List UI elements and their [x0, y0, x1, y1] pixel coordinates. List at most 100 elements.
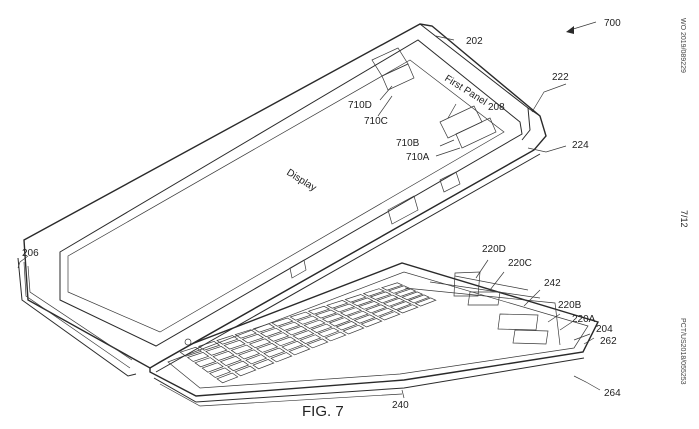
keyboard-key — [219, 355, 242, 366]
keyboard-key — [378, 311, 401, 321]
keyboard-key — [358, 301, 381, 310]
pct-number: PCT/US2018/055253 — [679, 318, 686, 385]
wo-number: WO 2019/089229 — [679, 18, 686, 73]
keyboard-key — [306, 338, 329, 349]
keyboard-key — [179, 346, 203, 357]
keyboard-key — [351, 297, 374, 307]
keyboard-key — [194, 357, 217, 368]
keyboard-key — [339, 307, 363, 317]
keyboard-key — [364, 304, 388, 314]
label-220A: 220A — [572, 314, 596, 325]
label-264: 264 — [604, 388, 621, 399]
keyboard-key — [205, 346, 228, 356]
label-220C: 220C — [508, 258, 532, 269]
keyboard-key — [396, 304, 419, 314]
keyboard-key — [186, 352, 210, 362]
keyboard-key — [252, 323, 276, 333]
figure-caption: FIG. 7 — [302, 403, 344, 420]
keyboard-key — [371, 307, 394, 317]
keyboard-key — [216, 335, 239, 345]
keyboard-key — [289, 311, 312, 321]
keyboard-key — [259, 327, 283, 338]
keyboard-key — [332, 303, 356, 313]
keyboard-key — [281, 340, 304, 351]
keyboard-key — [321, 313, 344, 323]
label-240: 240 — [392, 400, 409, 411]
keyboard-key — [380, 282, 404, 291]
label-710A: 710A — [406, 152, 430, 163]
page-margin-text: WO 2019/089229 7/12 PCT/US2018/055253 — [679, 18, 689, 385]
keyboard-key — [292, 330, 315, 340]
keyboard-key — [270, 352, 293, 363]
label-208: 208 — [488, 102, 505, 113]
keyboard-key — [248, 338, 272, 349]
keyboard-key — [342, 324, 365, 335]
keyboard-key — [263, 347, 286, 358]
label-222: 222 — [552, 72, 569, 83]
keyboard-key — [212, 350, 235, 361]
keyboard-key — [314, 309, 338, 319]
keyboard-key — [346, 310, 369, 320]
keyboard-key — [324, 331, 347, 342]
keyboard-key — [271, 317, 294, 327]
second-panel-base — [149, 262, 599, 407]
keyboard-key — [288, 345, 311, 356]
keyboard-key — [317, 327, 340, 338]
keyboard-key — [234, 329, 257, 339]
keyboard-key — [201, 362, 224, 373]
keyboard-key — [237, 349, 261, 360]
keyboard-key — [344, 294, 367, 303]
keyboard-key — [394, 288, 417, 297]
label-224: 224 — [572, 140, 589, 151]
keyboard-key — [252, 359, 275, 370]
keyboard-key — [274, 336, 297, 347]
keyboard-key — [216, 372, 239, 384]
keyboard-key — [307, 305, 331, 315]
keyboard-key — [328, 317, 351, 327]
keyboard-key — [278, 321, 301, 331]
keyboard-key — [197, 341, 221, 351]
keyboard-key — [299, 334, 322, 344]
keyboard-key — [234, 365, 257, 377]
keyboard-key — [227, 360, 250, 372]
sheet-number: 7/12 — [679, 210, 689, 228]
label-202: 202 — [466, 36, 483, 47]
leader-lines — [17, 21, 601, 399]
keyboard-key — [285, 325, 308, 336]
keyboard-key — [296, 315, 319, 325]
label-262: 262 — [600, 336, 617, 347]
keyboard-key — [362, 288, 386, 297]
keyboard-key — [401, 291, 424, 301]
keyboard-key — [245, 354, 268, 365]
keyboard-key — [241, 333, 265, 344]
keyboard-key — [326, 300, 349, 309]
keyboard-key — [208, 367, 232, 378]
base-sensor-regions — [453, 271, 549, 345]
label-710D: 710D — [348, 100, 372, 111]
label-220D: 220D — [482, 244, 506, 255]
label-204: 204 — [596, 324, 613, 335]
label-206: 206 — [22, 248, 39, 259]
keyboard-key — [389, 301, 412, 311]
label-700: 700 — [604, 18, 621, 29]
keyboard-key — [335, 321, 358, 331]
keyboard-key — [376, 294, 399, 304]
label-710C: 710C — [364, 116, 388, 127]
keyboard-key — [303, 319, 326, 329]
keyboard-key — [310, 323, 333, 333]
label-220B: 220B — [558, 300, 582, 311]
label-710B: 710B — [396, 138, 420, 149]
keyboard-key — [369, 291, 392, 300]
keyboard-key — [383, 297, 406, 307]
keyboard-key — [353, 314, 376, 324]
keyboard-key — [407, 294, 431, 304]
keyboard-grid — [179, 282, 437, 384]
keyboard-key — [230, 344, 253, 355]
first-panel-display — [17, 23, 547, 377]
keyboard-key — [256, 343, 279, 353]
keyboard-key — [360, 318, 383, 328]
keyboard-key — [414, 297, 437, 307]
keyboard-key — [267, 332, 290, 342]
keyboard-key — [223, 339, 246, 350]
